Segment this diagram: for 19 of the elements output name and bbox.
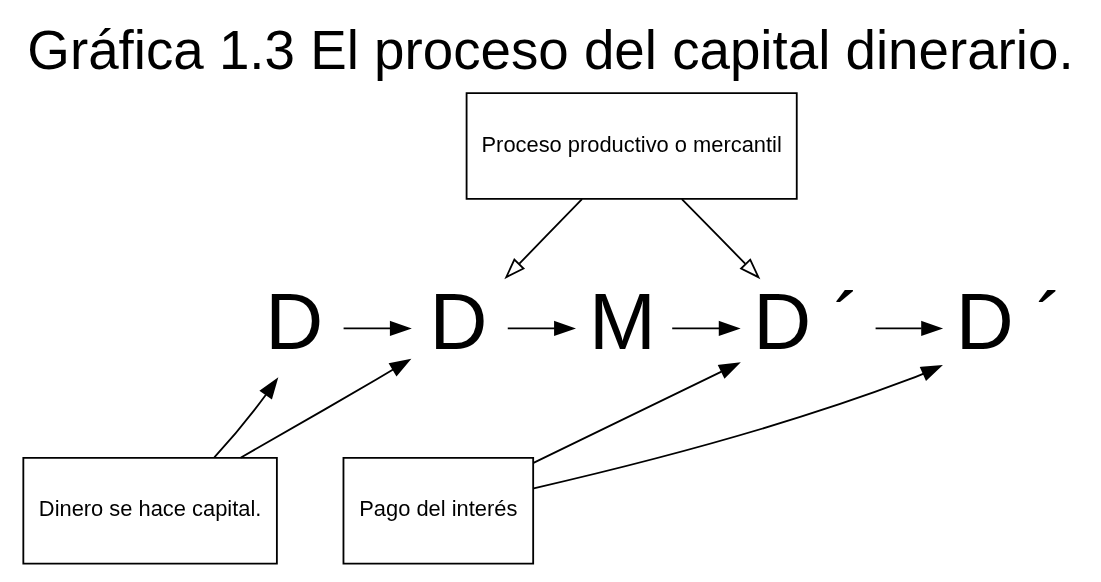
arrow [532,362,741,464]
node-text: D [265,275,324,366]
node-box: Dinero se hace capital. [22,457,278,565]
node-text: D [429,275,488,366]
node-box: Pago del interés [342,457,535,565]
arrow [506,320,576,337]
arrow [532,365,943,490]
node-text: D ´ [955,275,1063,366]
node-text: M [589,275,656,366]
diagram-title: Gráfica 1.3 El proceso del capital dinerario. [27,19,1074,82]
arrow [680,198,761,280]
arrow [671,320,741,337]
arrow [504,198,583,280]
arrow [213,377,279,459]
node-box: Proceso productivo o mercantil [465,92,798,200]
node-text: D ´ [753,275,861,366]
arrow [342,320,412,337]
arrow [874,320,944,337]
arrow [239,358,412,459]
